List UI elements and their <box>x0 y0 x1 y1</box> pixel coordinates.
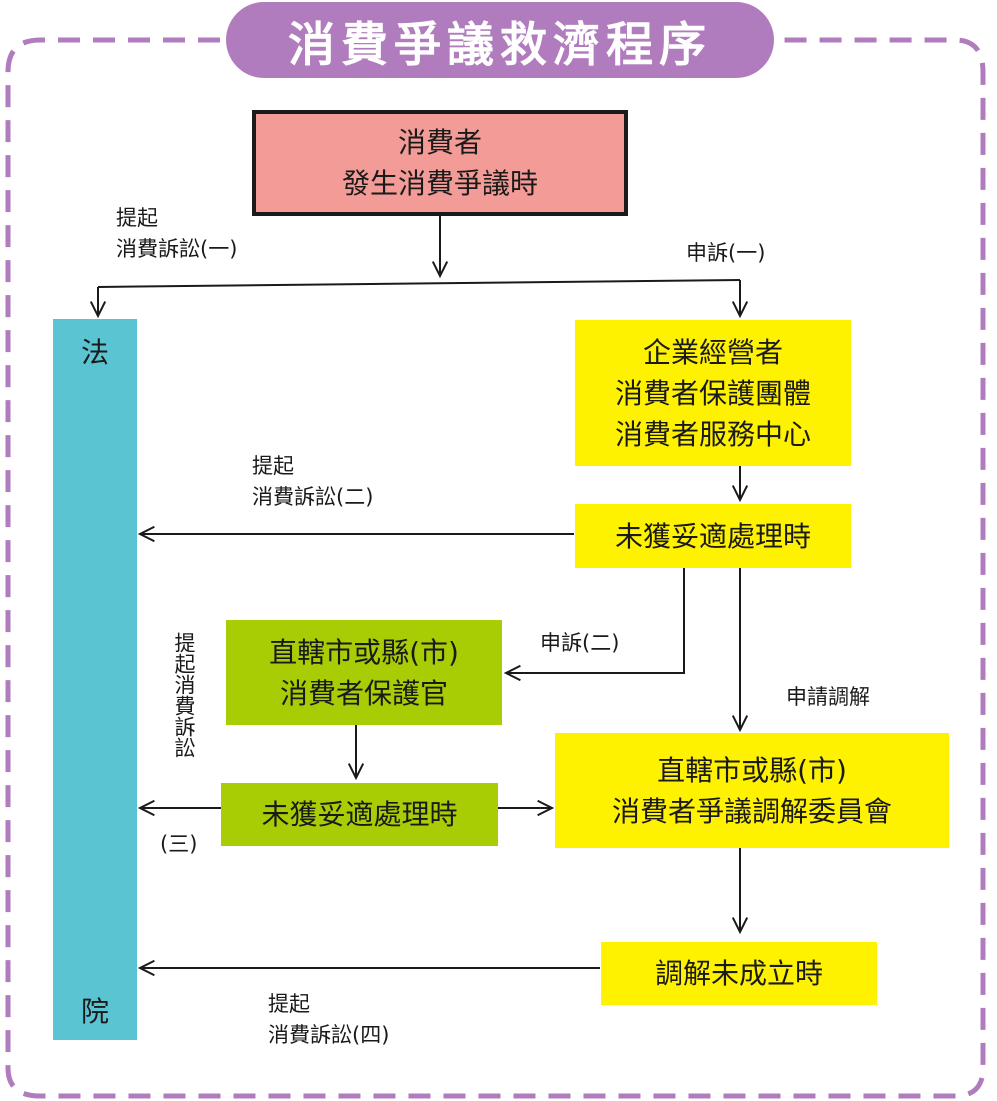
label-apply-mediation-text: 申請調解 <box>786 685 870 709</box>
label-lawsuit2-line2: 消費訴訟(二) <box>252 485 374 509</box>
start-line1: 消費者 <box>397 126 482 159</box>
org-box: 企業經營者 消費者保護團體 消費者服務中心 <box>575 320 851 466</box>
mediation-line2: 消費者爭議調解委員會 <box>611 794 892 828</box>
start-box: 消費者 發生消費爭議時 <box>252 110 628 216</box>
start-line2: 發生消費爭議時 <box>341 167 538 200</box>
label-lawsuit4-line1: 提起 <box>268 992 310 1016</box>
label-complaint2: 申訴(二) <box>540 628 619 659</box>
label-lawsuit3-vertical: 提起消費訴訟 <box>172 632 196 758</box>
split-line <box>97 279 741 288</box>
org-line1: 企業經營者 <box>642 335 783 369</box>
mediation-box: 直轄市或縣(市) 消費者爭議調解委員會 <box>555 733 949 848</box>
label-lawsuit1-line1: 提起 <box>116 206 158 230</box>
mediation-failed-box: 調解未成立時 <box>601 942 877 1005</box>
unresolved-1-text: 未獲妥適處理時 <box>614 519 811 553</box>
label-complaint1-text: 申訴(一) <box>686 241 766 265</box>
label-lawsuit4: 提起 消費訴訟(四) <box>268 989 389 1051</box>
page-title: 消費爭議救濟程序 <box>288 17 712 73</box>
court-label-bottom: 院 <box>80 995 109 1028</box>
label-apply-mediation: 申請調解 <box>786 682 870 713</box>
label-lawsuit2-line1: 提起 <box>252 454 294 478</box>
org-line2: 消費者保護團體 <box>614 376 811 410</box>
mediation-line1: 直轄市或縣(市) <box>657 753 847 787</box>
label-lawsuit3-num: (三) <box>160 832 198 856</box>
court-bar: 法 院 <box>53 319 137 1040</box>
title-banner: 消費爭議救濟程序 <box>226 2 774 78</box>
mediation-failed-text: 調解未成立時 <box>654 957 823 990</box>
dashed-border <box>5 37 986 1099</box>
arrow-complaint2 <box>506 568 685 673</box>
label-lawsuit1: 提起 消費訴訟(一) <box>116 203 237 265</box>
officer-line1: 直轄市或縣(市) <box>269 635 459 669</box>
officer-line2: 消費者保護官 <box>279 676 448 710</box>
unresolved-box-1: 未獲妥適處理時 <box>575 504 851 568</box>
label-complaint2-text: 申訴(二) <box>540 631 620 655</box>
org-line3: 消費者服務中心 <box>614 417 811 451</box>
unresolved-2-text: 未獲妥適處理時 <box>261 798 458 831</box>
court-label-top: 法 <box>80 336 109 369</box>
officer-box: 直轄市或縣(市) 消費者保護官 <box>226 620 502 725</box>
label-lawsuit1-line2: 消費訴訟(一) <box>116 237 238 261</box>
label-lawsuit2: 提起 消費訴訟(二) <box>252 451 373 513</box>
label-complaint1: 申訴(一) <box>686 238 765 269</box>
label-lawsuit4-line2: 消費訴訟(四) <box>268 1023 390 1047</box>
unresolved-box-2: 未獲妥適處理時 <box>221 783 498 846</box>
